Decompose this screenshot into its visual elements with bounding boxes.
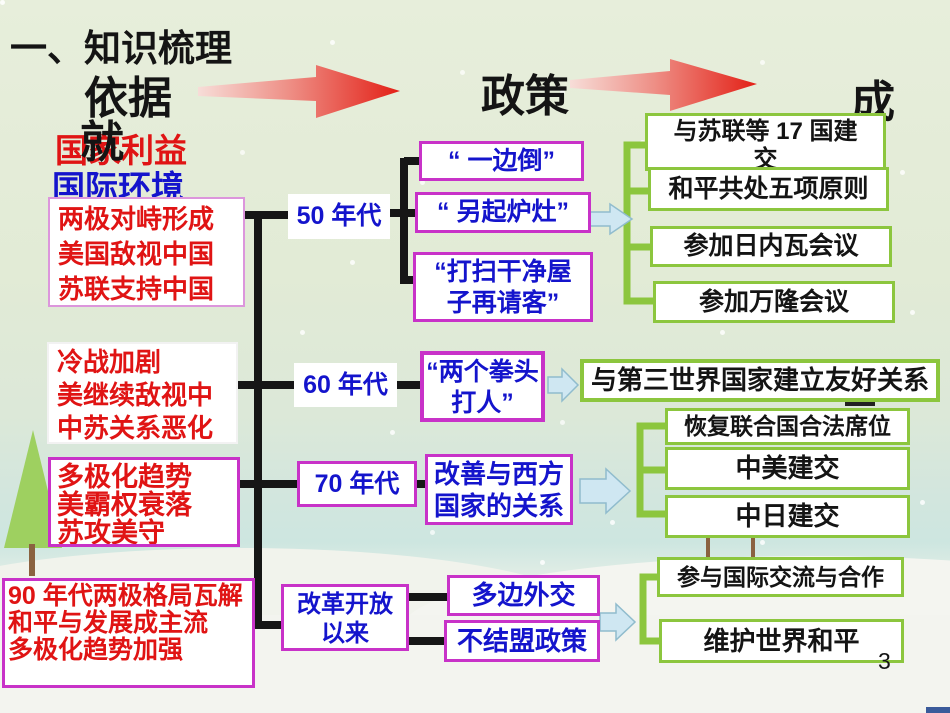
cause-line: 90 年代两极格局瓦解 [8,582,243,610]
achievement-box-un-seat: 恢复联合国合法席位 [665,408,910,445]
policy-line: “两个拳头 [426,358,539,386]
tree-connector-lines [236,157,451,645]
small-tree-trunk [706,528,710,562]
label-national-interest: 国家利益 [55,132,187,169]
small-tree-trunk [751,534,755,560]
policy-line: 改善与西方 [433,459,564,489]
cause-box-reform: 90 年代两极格局瓦解 和平与发展成主流 多极化趋势加强 [2,578,255,688]
page-title: 一、知识梳理 [10,28,232,69]
snow-dots-decoration [0,0,5,5]
era-box-reform: 改革开放 以来 [281,584,409,651]
policy-box-multilateral: 多边外交 [447,575,600,616]
header-basis: 依据 [84,74,172,123]
cause-box-50s: 两极对峙形成 美国敌视中国 苏联支持中国 [48,197,245,307]
achievement-box-geneva: 参加日内瓦会议 [650,226,892,267]
cause-line: 苏攻美守 [57,518,165,547]
era-line: 以来 [321,620,369,647]
flow-arrow-icon [547,367,580,403]
achievement-box-japan-ties: 中日建交 [665,495,910,538]
cause-line: 多极化趋势加强 [8,636,184,664]
tree-trunk [29,544,35,576]
cause-box-60s: 冷战加剧 美继续敌视中 中苏关系恶化 [47,342,238,444]
policy-line: 子再请客” [446,289,560,317]
header-policy: 政策 [481,72,569,121]
cause-line: 苏联支持中国 [58,274,215,304]
achievement-box-world-peace: 维护世界和平 [659,619,904,663]
policy-box-one-side: “ 一边倒” [419,141,584,181]
cause-line: 和平与发展成主流 [8,609,209,637]
policy-line: 国家的关系 [433,491,564,521]
achievement-line: 交 [753,146,778,171]
achievement-line: 与苏联等 17 国建 [673,118,858,145]
flow-arrow-icon [579,467,632,515]
cause-line: 中苏关系恶化 [57,413,214,443]
achievement-box-soviet17: 与苏联等 17 国建 交 [645,113,886,171]
snowman-hat-icon [845,398,875,406]
achievement-box-us-ties: 中美建交 [665,447,910,490]
cause-line: 美国敌视中国 [58,239,215,269]
cause-box-70s: 多极化趋势 美霸权衰落 苏攻美守 [48,457,240,547]
achievement-box-bandung: 参加万隆会议 [653,281,895,323]
cause-line: 冷战加剧 [57,347,162,377]
corner-artifact [926,707,950,713]
cause-line: 两极对峙形成 [58,204,215,234]
policy-box-new-stove: “ 另起炉灶” [415,192,591,233]
cause-line: 多极化趋势 [57,462,192,492]
red-arrow-icon [198,65,400,118]
policy-line: 打人” [451,389,514,417]
red-arrow-icon [570,59,757,111]
page-number: 3 [878,648,891,674]
policy-box-two-fists: “两个拳头 打人” [420,351,545,422]
achievement-box-five-principles: 和平共处五项原则 [648,167,889,211]
policy-line: “打扫干净屋 [434,258,572,286]
achievement-box-intl-coop: 参与国际交流与合作 [657,557,904,597]
era-box-70s: 70 年代 [297,461,417,507]
era-line: 改革开放 [297,591,393,618]
policy-box-clean-house: “打扫干净屋 子再请客” [413,252,593,322]
policy-box-improve-west: 改善与西方 国家的关系 [425,454,573,525]
era-box-50s: 50 年代 [288,194,390,239]
achievement-box-third-world: 与第三世界国家建立友好关系 [580,359,940,402]
flow-arrow-icon [599,602,637,642]
era-box-60s: 60 年代 [294,363,397,407]
cause-line: 美继续敌视中 [57,380,214,410]
header-achievement-part2: 就 [80,118,124,167]
cause-line: 美霸权衰落 [57,490,192,520]
policy-box-nonalignment: 不结盟政策 [444,620,600,662]
